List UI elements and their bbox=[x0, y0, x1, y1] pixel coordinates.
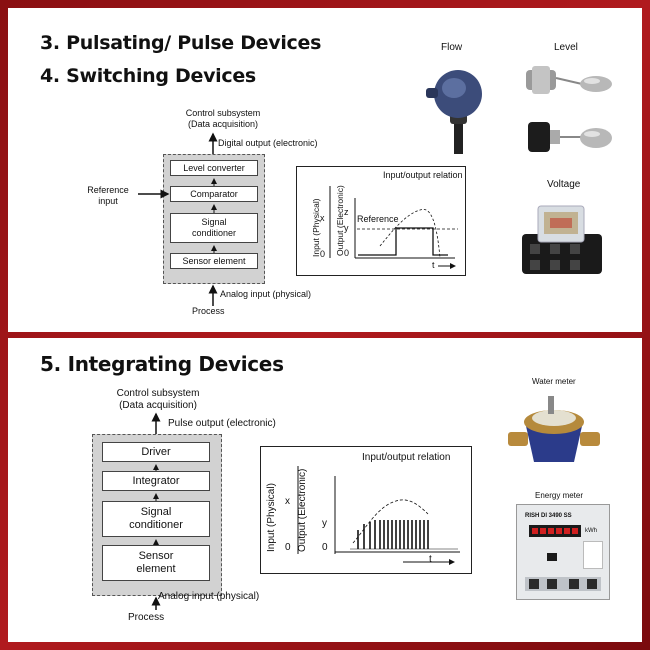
energy-meter-display bbox=[529, 525, 581, 537]
energy-meter-indicator-panel bbox=[583, 541, 603, 569]
switching-zero-left: 0 bbox=[320, 249, 326, 259]
switching-y-tick: y bbox=[344, 223, 349, 233]
switching-x-tick: x bbox=[320, 213, 325, 223]
block-driver: Driver bbox=[102, 442, 210, 462]
switching-reference-label: Reference bbox=[357, 214, 399, 224]
level-label: Level bbox=[554, 42, 578, 53]
block-signal-conditioner-2: Signal conditioner bbox=[102, 501, 210, 537]
switching-graph-title: Input/output relation bbox=[383, 170, 463, 180]
energy-meter-button-1 bbox=[529, 579, 539, 589]
integrating-x-tick: x bbox=[285, 496, 290, 507]
integrating-y-tick: y bbox=[322, 518, 327, 529]
integrating-zero-left: 0 bbox=[285, 542, 291, 553]
energy-meter-button-4 bbox=[587, 579, 597, 589]
heading-pulsating-devices: 3. Pulsating/ Pulse Devices bbox=[40, 32, 322, 54]
switching-zero-right: 0 bbox=[344, 248, 350, 258]
block-sensor-element-2: Sensor element bbox=[102, 545, 210, 581]
level-switch-photo-2 bbox=[520, 116, 616, 156]
energy-meter-button-strip bbox=[525, 577, 601, 591]
pulse-train bbox=[357, 520, 429, 549]
energy-meter-logo bbox=[547, 553, 557, 561]
energy-meter-photo: RISH Dl 3490 SS kWh bbox=[516, 504, 610, 600]
integrating-t-label: t bbox=[429, 554, 432, 565]
block-integrator: Integrator bbox=[102, 471, 210, 491]
heading-switching-devices: 4. Switching Devices bbox=[40, 65, 256, 87]
process-label-2: Process bbox=[128, 612, 165, 623]
analog-input-label: Analog input (physical) bbox=[220, 289, 312, 299]
integrating-graph-title: Input/output relation bbox=[362, 452, 451, 463]
relay-photo bbox=[516, 200, 608, 282]
energy-meter-label: Energy meter bbox=[535, 491, 584, 500]
block-sensor-element: Sensor element bbox=[170, 253, 258, 269]
block-level-converter: Level converter bbox=[170, 160, 258, 176]
analog-input-label-2: Analog input (physical) bbox=[158, 591, 260, 602]
integrating-graph-plot bbox=[297, 466, 460, 565]
reference-input-label: Reference input bbox=[87, 185, 129, 206]
level-switch-photo-1 bbox=[520, 62, 616, 96]
switching-t-label: t bbox=[432, 260, 435, 270]
pulse-output-label: Pulse output (electronic) bbox=[168, 418, 276, 429]
energy-meter-brand: RISH Dl 3490 SS bbox=[525, 513, 572, 519]
water-meter-photo bbox=[508, 392, 600, 468]
integrating-diagram-arrows bbox=[151, 412, 161, 610]
bottom-panel: 5. Integrating Devices Control subsystem… bbox=[8, 338, 642, 642]
energy-meter-button-3 bbox=[569, 579, 579, 589]
control-subsystem-label-2: Control subsystem (Data acquisition) bbox=[116, 388, 200, 411]
switching-z-tick: z bbox=[344, 207, 349, 217]
process-label: Process bbox=[192, 306, 225, 316]
heading-integrating-devices: 5. Integrating Devices bbox=[40, 352, 284, 376]
flow-sensor-photo bbox=[424, 66, 488, 158]
switching-diagram-arrows bbox=[138, 132, 218, 306]
switching-graph-plot bbox=[329, 186, 458, 269]
digital-output-label: Digital output (electronic) bbox=[218, 138, 318, 148]
water-meter-label: Water meter bbox=[532, 377, 576, 386]
top-panel: 3. Pulsating/ Pulse Devices 4. Switching… bbox=[8, 8, 642, 332]
control-subsystem-label: Control subsystem (Data acquisition) bbox=[185, 108, 261, 129]
block-signal-conditioner: Signal conditioner bbox=[170, 213, 258, 243]
flow-label: Flow bbox=[441, 42, 463, 53]
integrating-zero-right: 0 bbox=[322, 542, 328, 553]
block-comparator: Comparator bbox=[170, 186, 258, 202]
integrating-io-graph bbox=[260, 446, 472, 574]
energy-meter-button-2 bbox=[547, 579, 557, 589]
energy-meter-unit: kWh bbox=[585, 528, 597, 534]
voltage-label: Voltage bbox=[547, 179, 581, 190]
